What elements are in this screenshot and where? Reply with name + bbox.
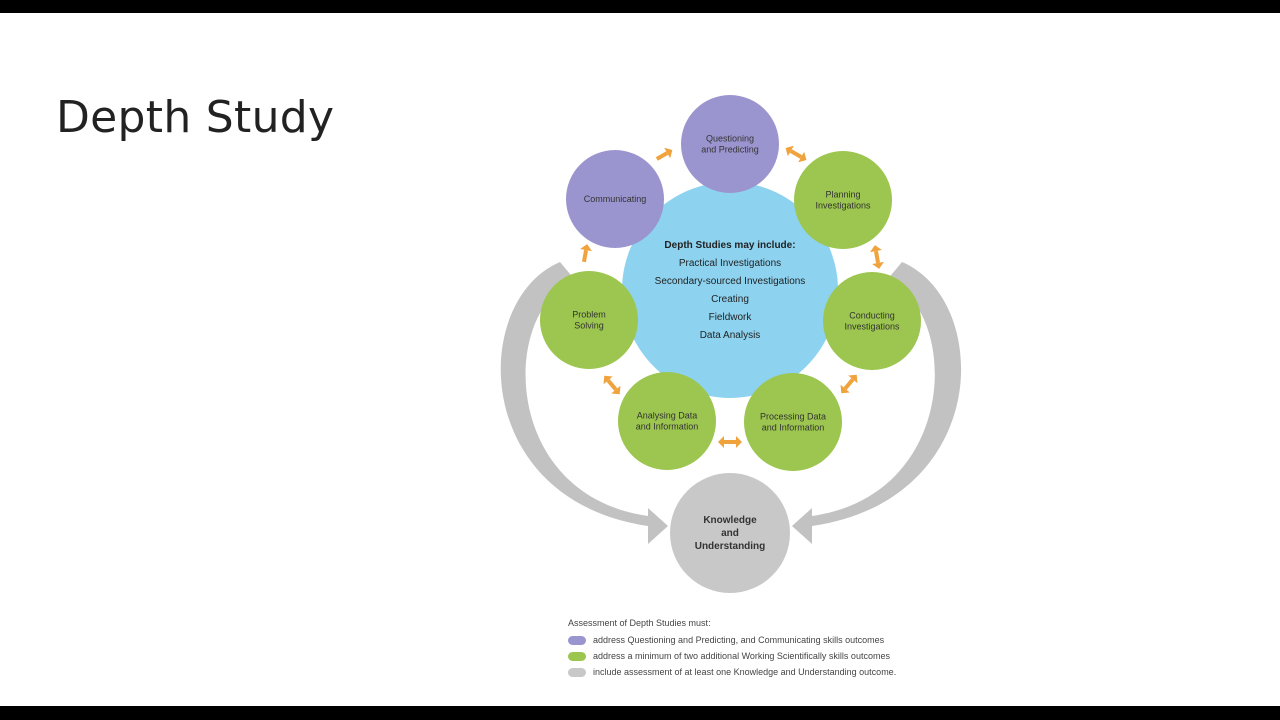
node-label-line: Questioning: [706, 134, 754, 144]
top-letterbox-bar: [0, 0, 1280, 13]
knowledge-label-line: Knowledge: [703, 515, 757, 526]
cycle-step-arrow: [655, 147, 673, 161]
legend-item: address Questioning and Predicting, and …: [568, 632, 896, 648]
node-label-line: Conducting: [849, 311, 895, 321]
node-circle: [618, 372, 716, 470]
node-label-line: Investigations: [815, 201, 871, 211]
cycle-step-arrow: [718, 436, 742, 448]
center-node: Depth Studies may include: Practical Inve…: [622, 182, 838, 398]
left-cycle-arrow: [500, 262, 668, 544]
knowledge-label-line: and: [721, 528, 739, 539]
node-circle: [540, 271, 638, 369]
legend-text: address Questioning and Predicting, and …: [593, 635, 885, 645]
center-item: Fieldwork: [709, 312, 753, 323]
legend: Assessment of Depth Studies must: addres…: [568, 618, 896, 680]
center-item: Secondary-sourced Investigations: [655, 276, 806, 287]
legend-text: include assessment of at least one Knowl…: [593, 667, 897, 677]
node-label-line: Planning: [825, 190, 860, 200]
center-item: Practical Investigations: [679, 258, 781, 269]
legend-text: address a minimum of two additional Work…: [593, 651, 890, 661]
node-label-line: Analysing Data: [637, 411, 698, 421]
node-communicating: Communicating: [566, 150, 664, 248]
node-label-line: and Predicting: [701, 145, 759, 155]
legend-swatch: [568, 651, 586, 661]
bottom-letterbox-bar: [0, 706, 1280, 720]
cycle-step-arrow: [580, 244, 592, 263]
cycle-step-arrow: [870, 245, 884, 269]
legend-swatch: [568, 667, 586, 677]
center-item: Creating: [711, 294, 749, 305]
node-circle: [681, 95, 779, 193]
knowledge-circle: [670, 473, 790, 593]
cycle-step-arrow: [603, 375, 621, 395]
legend-item: address a minimum of two additional Work…: [568, 648, 896, 664]
cycle-step-arrow: [840, 374, 858, 394]
center-heading: Depth Studies may include:: [664, 240, 795, 251]
center-item: Data Analysis: [700, 330, 761, 341]
node-label-line: Communicating: [584, 194, 647, 204]
slide-title: Depth Study: [56, 92, 335, 143]
node-label-line: Problem: [572, 310, 606, 320]
node-circle: [794, 151, 892, 249]
node-label-line: Solving: [574, 321, 604, 331]
node-circle: [744, 373, 842, 471]
node-circle: [823, 272, 921, 370]
legend-heading: Assessment of Depth Studies must:: [568, 618, 711, 628]
right-cycle-arrow: [792, 262, 962, 544]
node-label-line: Investigations: [844, 322, 900, 332]
cycle-step-arrow: [785, 145, 807, 163]
legend-swatch: [568, 635, 586, 645]
center-circle: [622, 182, 838, 398]
node-label-line: and Information: [636, 422, 699, 432]
node-circle: [566, 150, 664, 248]
legend-item: include assessment of at least one Knowl…: [568, 664, 896, 680]
node-label-line: and Information: [762, 423, 825, 433]
node-label-line: Processing Data: [760, 412, 826, 422]
knowledge-label-line: Understanding: [695, 541, 766, 552]
